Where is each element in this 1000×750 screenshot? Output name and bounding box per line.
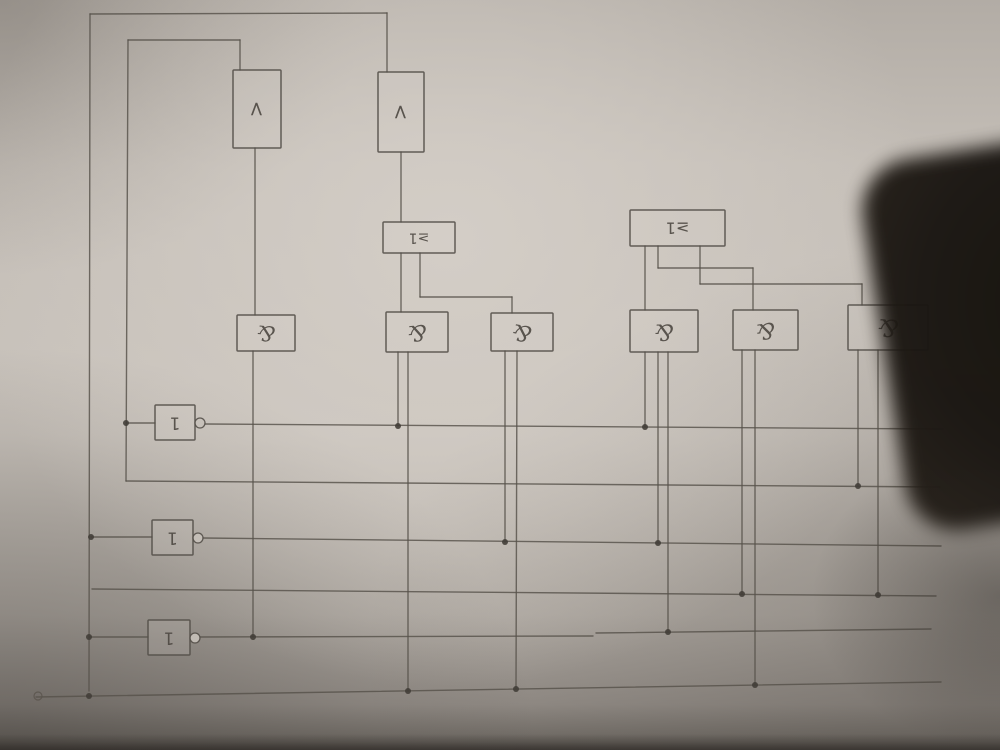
or-gate-1-label: ≥1	[409, 230, 430, 246]
buffer-top-1-box	[232, 69, 282, 149]
junction-dot	[86, 693, 92, 699]
and-gate-4-box	[629, 309, 699, 353]
and-gate-2-box	[385, 311, 449, 353]
photo-bottom-edge-shading	[0, 734, 1000, 750]
and-gate-3-label: &	[510, 318, 534, 346]
wire	[595, 628, 932, 634]
wire	[204, 423, 944, 430]
wire	[202, 537, 942, 547]
not-gate-3-output-bubble	[189, 632, 201, 644]
not-gate-1-label: 1	[170, 413, 181, 433]
junction-dot	[665, 629, 671, 635]
not-gate-1-output-bubble	[194, 417, 206, 429]
wire	[89, 12, 388, 15]
junction-dot	[752, 682, 758, 688]
junction-dot	[655, 540, 661, 546]
open-terminal	[33, 691, 43, 701]
or-gate-2-label: ≥1	[666, 219, 690, 238]
and-gate-3-box	[490, 312, 554, 352]
junction-dot	[855, 483, 861, 489]
and-gate-5-label: &	[754, 316, 777, 343]
junction-dot	[502, 539, 508, 545]
wire	[91, 588, 937, 597]
junction-dot	[405, 688, 411, 694]
junction-dot	[88, 534, 94, 540]
wire	[515, 350, 518, 690]
not-gate-2-label: 1	[167, 528, 178, 548]
buffer-top-2-label: <	[389, 104, 413, 121]
buffer-top-2-box	[377, 71, 425, 153]
junction-dot	[395, 423, 401, 429]
wire	[125, 480, 941, 488]
wire	[35, 681, 942, 698]
and-gate-4-label: &	[654, 319, 674, 344]
or-gate-2-box	[629, 209, 726, 247]
junction-dot	[875, 592, 881, 598]
and-gate-1-label: &	[256, 320, 277, 346]
not-gate-2-output-bubble	[192, 532, 204, 544]
junction-dot	[739, 591, 745, 597]
and-gate-1-box	[236, 314, 296, 352]
or-gate-1-box	[382, 221, 456, 254]
junction-dot	[86, 634, 92, 640]
and-gate-5-box	[732, 309, 799, 351]
wire	[199, 635, 594, 638]
buffer-top-1-label: <	[245, 101, 269, 118]
junction-dot	[642, 424, 648, 430]
junction-dot	[250, 634, 256, 640]
junction-dot	[123, 420, 129, 426]
wire	[88, 13, 91, 692]
junction-dot	[513, 686, 519, 692]
and-gate-2-label: &	[406, 319, 428, 346]
wire	[125, 39, 129, 482]
not-gate-3-label: 1	[164, 628, 175, 648]
